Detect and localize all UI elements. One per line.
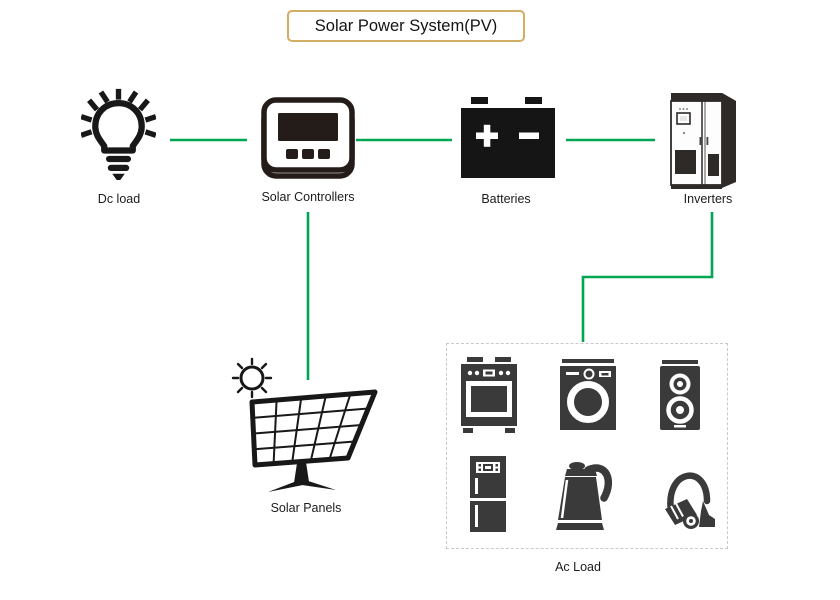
solar-panels-label: Solar Panels [270, 501, 342, 515]
washing-machine-icon [560, 359, 616, 430]
solar-panel-icon [231, 357, 378, 492]
inverters-label: Inverters [683, 192, 733, 206]
light-bulb-icon [81, 88, 156, 180]
line-inverter-acload [581, 212, 714, 342]
dc-load-label: Dc load [97, 192, 141, 206]
electric-kettle-icon [556, 462, 612, 530]
ac-load-label: Ac Load [555, 560, 601, 574]
battery-icon [461, 97, 555, 178]
ac-load-box [446, 343, 728, 549]
solar-controllers-label: Solar Controllers [261, 190, 355, 204]
diagram-title: Solar Power System(PV) [314, 16, 498, 35]
vacuum-cleaner-icon [665, 472, 715, 529]
controller-icon [261, 97, 355, 179]
speaker-icon [660, 360, 700, 430]
inverter-cabinet-icon [670, 93, 736, 189]
refrigerator-icon [470, 456, 506, 532]
oven-icon [461, 357, 517, 433]
batteries-label: Batteries [481, 192, 531, 206]
diagram-title-box: Solar Power System(PV) [287, 10, 525, 42]
